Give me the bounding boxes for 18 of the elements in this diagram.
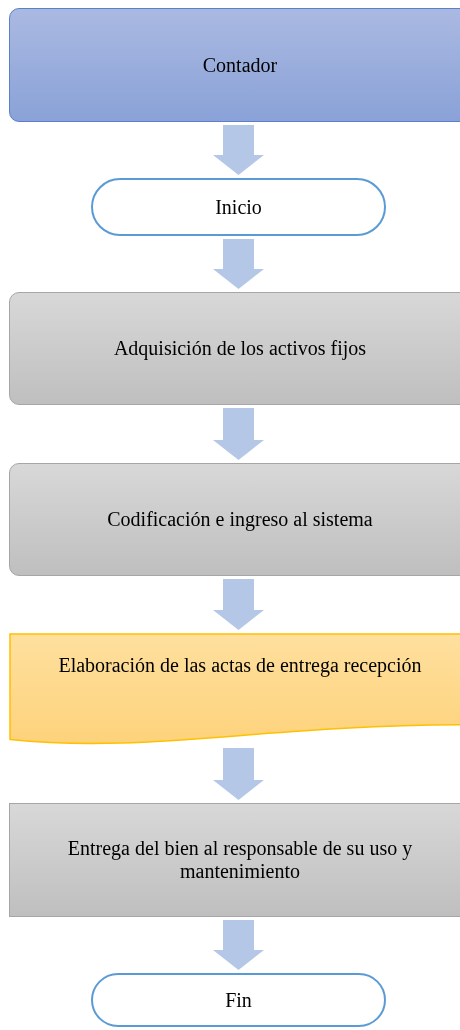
arrow <box>213 125 264 175</box>
arrow <box>213 748 264 800</box>
document-shape <box>9 633 460 745</box>
header-box <box>9 8 460 122</box>
node-label: Contador <box>202 53 278 77</box>
node-label: Fin <box>225 988 252 1012</box>
node-label: Codificación e ingreso al sistema <box>107 508 373 531</box>
process-box <box>9 463 460 576</box>
process-box <box>9 292 460 405</box>
process-box <box>9 803 460 917</box>
node-label: Inicio <box>215 195 262 219</box>
node-label: Entrega del bien al responsable de su uso y mantenimiento <box>66 837 414 883</box>
node-label: Adquisición de los activos fijos <box>113 337 367 360</box>
arrow <box>213 920 264 970</box>
arrow <box>213 239 264 289</box>
node-label: Elaboración de las actas de entrega recepción <box>58 654 422 677</box>
arrow <box>213 579 264 630</box>
arrow <box>213 408 264 460</box>
